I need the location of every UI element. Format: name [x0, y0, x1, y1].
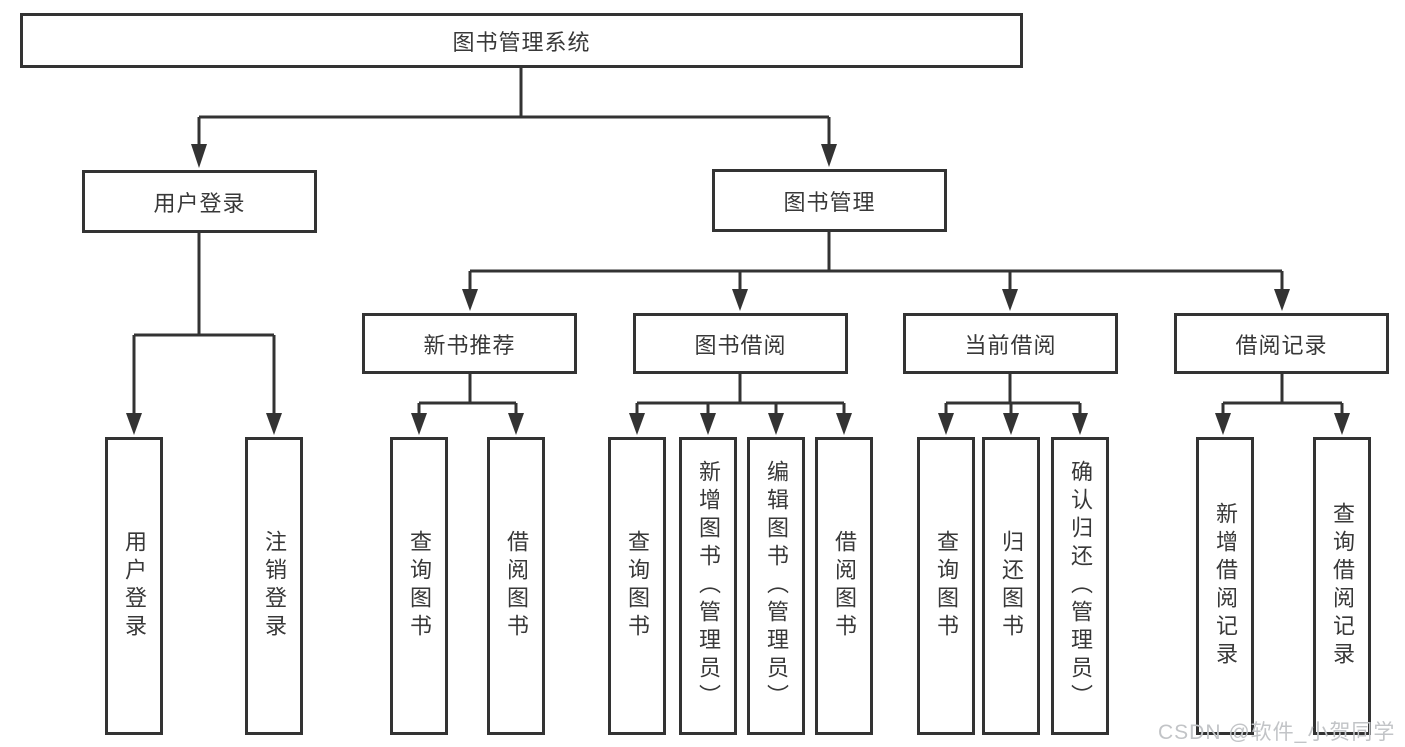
node-label: 查询借阅记录 [1330, 502, 1355, 670]
connector-new-book-branch [417, 374, 518, 415]
arrowheads [126, 144, 1350, 435]
node-borrowing-records: 借阅记录 [1174, 313, 1389, 374]
node-label: 图书借阅 [694, 332, 787, 358]
node-label: 查询图书 [934, 530, 959, 642]
node-label: 借阅记录 [1235, 332, 1328, 358]
node-label: 注销登录 [262, 530, 287, 642]
node-label: 归还图书 [999, 530, 1024, 642]
node-label: 编辑图书（管理员） [764, 460, 789, 712]
node-new-book-recommend: 新书推荐 [362, 313, 577, 374]
node-label: 图书管理系统 [452, 29, 591, 55]
node-leaf-borrow-books: 借阅图书 [815, 437, 873, 735]
node-label: 确认归还（管理员） [1068, 460, 1093, 712]
node-label: 查询图书 [625, 530, 650, 642]
node-leaf-query-books-recommend: 查询图书 [390, 437, 448, 735]
node-label: 用户登录 [153, 190, 246, 216]
node-leaf-query-books-borrowing: 查询图书 [608, 437, 666, 735]
node-leaf-add-borrow-record: 新增借阅记录 [1196, 437, 1254, 735]
node-label: 查询图书 [407, 530, 432, 642]
node-leaf-confirm-return-admin: 确认归还（管理员） [1051, 437, 1109, 735]
node-user-login-group: 用户登录 [82, 170, 317, 233]
node-label: 借阅图书 [504, 530, 529, 642]
node-leaf-query-books-current: 查询图书 [917, 437, 975, 735]
connector-user-login-branch [132, 233, 276, 415]
node-leaf-borrow-books-recommend: 借阅图书 [487, 437, 545, 735]
node-label: 新增借阅记录 [1213, 502, 1238, 670]
node-book-borrowing: 图书借阅 [633, 313, 848, 374]
node-book-management: 图书管理 [712, 169, 947, 232]
csdn-watermark: CSDN @软件_小贺同学 [1158, 721, 1396, 744]
node-label: 图书管理 [783, 189, 876, 215]
node-label: 用户登录 [122, 530, 147, 642]
node-leaf-query-borrow-record: 查询借阅记录 [1313, 437, 1371, 735]
node-leaf-edit-books-admin: 编辑图书（管理员） [747, 437, 805, 735]
connector-borrowing-records-branch [1221, 374, 1344, 415]
connector-root-to-level2 [197, 68, 831, 146]
node-label: 借阅图书 [832, 530, 857, 642]
node-label: 新书推荐 [423, 332, 516, 358]
connector-book-management-branch [468, 232, 1284, 291]
node-label: 当前借阅 [964, 332, 1057, 358]
connector-book-borrowing-branch [635, 374, 846, 415]
node-leaf-user-login: 用户登录 [105, 437, 163, 735]
node-library-management-system: 图书管理系统 [20, 13, 1023, 68]
node-current-borrowing: 当前借阅 [903, 313, 1118, 374]
node-label: 新增图书（管理员） [696, 460, 721, 712]
node-leaf-return-books: 归还图书 [982, 437, 1040, 735]
node-leaf-logout: 注销登录 [245, 437, 303, 735]
connector-current-borrowing-branch [944, 374, 1082, 415]
node-leaf-add-books-admin: 新增图书（管理员） [679, 437, 737, 735]
